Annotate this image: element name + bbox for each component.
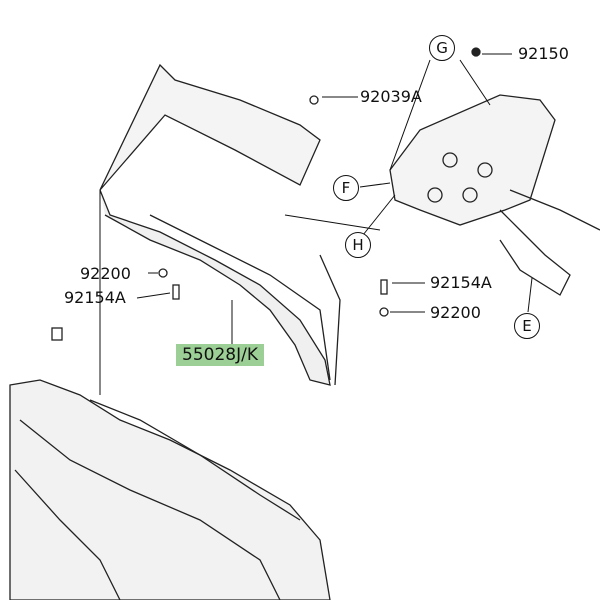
part-label-92039A: 92039A	[360, 87, 422, 106]
inner-cover-panel	[99, 63, 321, 191]
part-label-92154A-left: 92154A	[64, 288, 126, 307]
callout-E: E	[514, 313, 540, 339]
part-label-92200-right: 92200	[430, 303, 481, 322]
part-label-55028JK: 55028J/K	[176, 344, 264, 366]
lower-fairing	[9, 379, 331, 600]
part-label-92150: 92150	[518, 44, 569, 63]
callout-F: F	[333, 175, 359, 201]
part-label-92154A-right: 92154A	[430, 273, 492, 292]
meter-bracket	[389, 94, 556, 226]
part-label-92200-left: 92200	[80, 264, 131, 283]
callout-G: G	[429, 35, 455, 61]
callout-H: H	[345, 232, 371, 258]
